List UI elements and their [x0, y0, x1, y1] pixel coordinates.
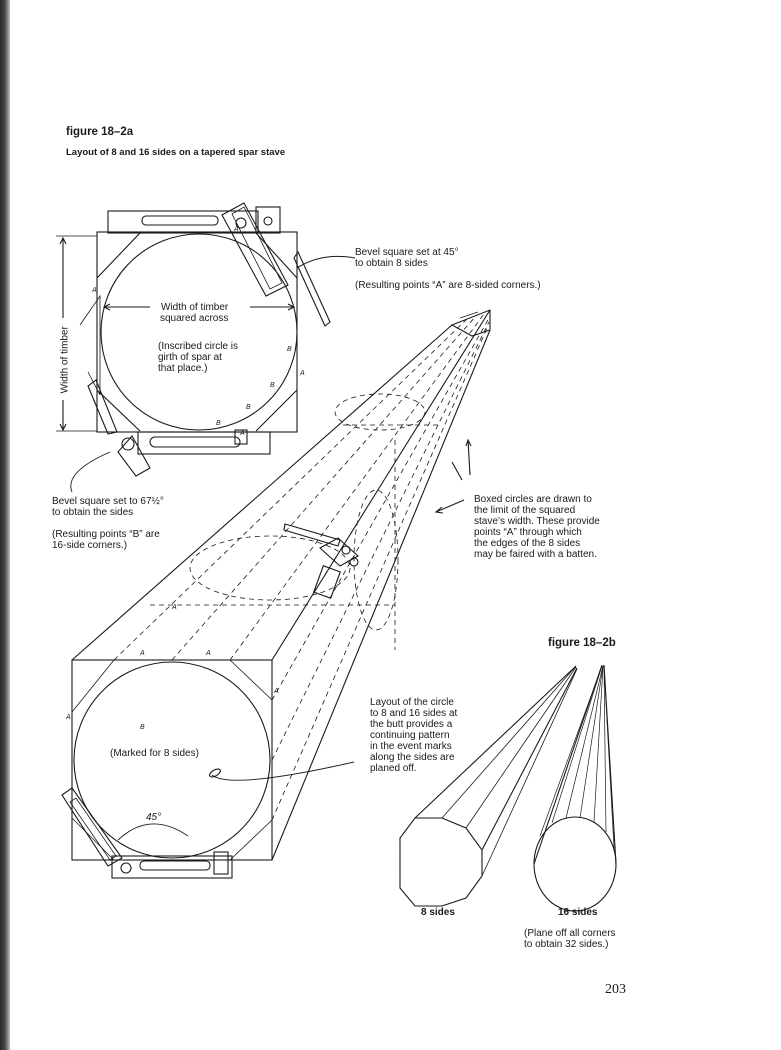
point-b-mark: B	[216, 420, 221, 427]
bevel-67-label-1: Bevel square set to 67½°	[52, 496, 164, 507]
plane-note-1: (Plane off all corners	[524, 928, 616, 939]
boxed-note-6: may be faired with a batten.	[474, 549, 597, 560]
layout-note-3: the butt provides a	[370, 719, 453, 730]
point-a-mark: A	[274, 688, 279, 695]
boxed-note-2: the limit of the squared	[474, 505, 576, 516]
point-a-mark: A	[92, 287, 97, 294]
point-b-mark: B	[270, 382, 275, 389]
points-b-note-1: (Resulting points “B” are	[52, 529, 160, 540]
label-16-sides: 16 sides	[558, 907, 598, 918]
point-a-mark: A	[300, 370, 305, 377]
inscribed-note-2: girth of spar at	[158, 352, 222, 363]
points-b-note-2: 16-side corners.)	[52, 540, 128, 551]
inscribed-note-3: that place.)	[158, 363, 208, 374]
page-number: 203	[605, 982, 626, 997]
marked-8-sides: (Marked for 8 sides)	[110, 748, 199, 759]
layout-note-4: continuing pattern	[370, 730, 450, 741]
points-a-note: (Resulting points “A” are 8-sided corner…	[355, 280, 541, 291]
layout-note-5: in the event marks	[370, 741, 452, 752]
bevel-45-label-2: to obtain 8 sides	[355, 258, 428, 269]
inscribed-note-1: (Inscribed circle is	[158, 341, 239, 352]
point-b-mark: B	[246, 404, 251, 411]
width-label-2: squared across	[160, 313, 229, 324]
layout-note-1: Layout of the circle	[370, 697, 454, 708]
figure-a-subtitle: Layout of 8 and 16 sides on a tapered sp…	[66, 147, 286, 158]
figure-b-title: figure 18–2b	[548, 637, 616, 649]
plane-note-2: to obtain 32 sides.)	[524, 939, 609, 950]
layout-note-2: to 8 and 16 sides at	[370, 708, 458, 719]
layout-note-7: planed off.	[370, 763, 417, 774]
width-vertical-label: Width of timber	[59, 326, 71, 394]
point-a-mark: A	[140, 650, 145, 657]
squared-section-detail	[56, 202, 356, 493]
width-label-1: Width of timber	[161, 302, 229, 313]
boxed-note-3: stave’s width. These provide	[474, 516, 600, 527]
angle-45-label: 45°	[146, 812, 162, 823]
point-a-mark: A	[240, 430, 245, 437]
layout-note-6: along the sides are	[370, 752, 455, 763]
tapered-stave	[61, 309, 491, 879]
point-a-mark: A	[172, 604, 177, 611]
figure-a-title: figure 18–2a	[66, 126, 134, 138]
point-a-mark: A	[234, 226, 239, 233]
point-a-mark: A	[66, 714, 71, 721]
boxed-note-5: the edges of the 8 sides	[474, 538, 581, 549]
point-b-mark: B	[140, 724, 145, 731]
book-binding-shadow	[0, 0, 10, 1050]
label-8-sides: 8 sides	[421, 907, 455, 918]
bevel-67-label-2: to obtain the sides	[52, 507, 134, 518]
point-b-mark: B	[287, 346, 292, 353]
figure-b-cones	[399, 664, 617, 912]
boxed-note-4: points “A” through which	[474, 527, 582, 538]
boxed-note-1: Boxed circles are drawn to	[474, 494, 592, 505]
bevel-45-label-1: Bevel square set at 45°	[355, 247, 459, 258]
point-a-mark: A	[206, 650, 211, 657]
